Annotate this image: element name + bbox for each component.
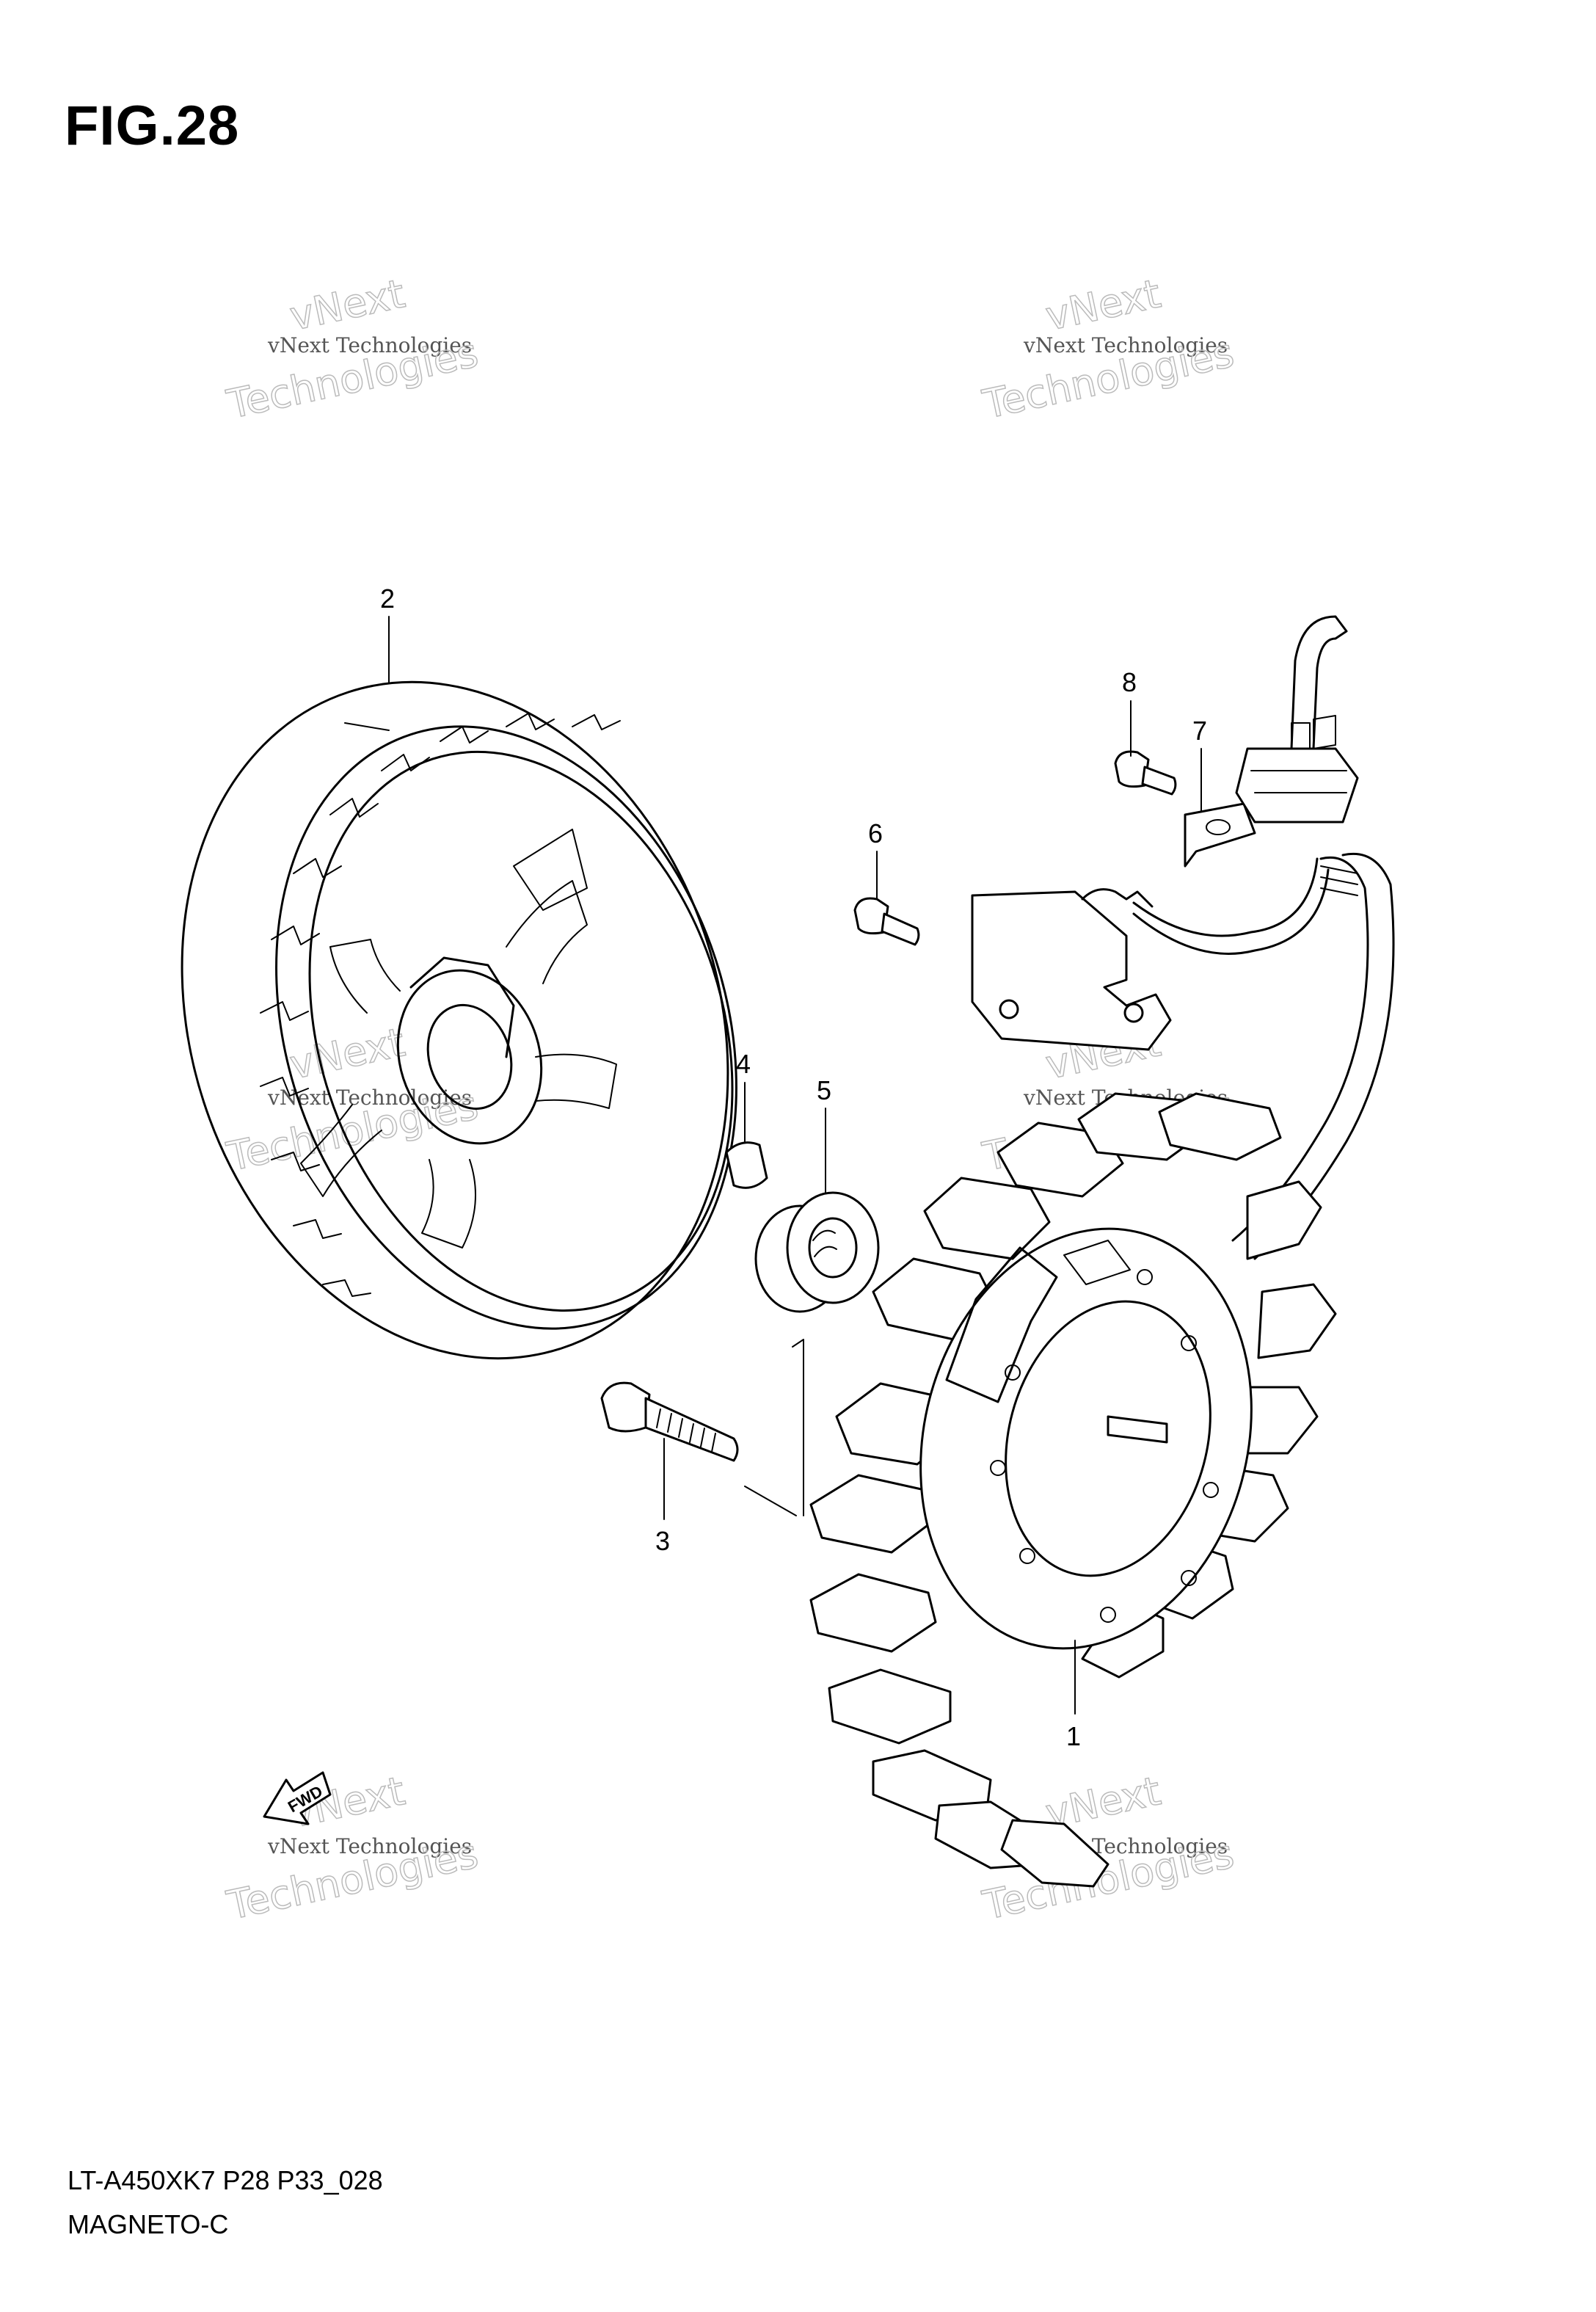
callout-2[interactable]: 2 [380,584,395,683]
part-1-stator[interactable] [809,1092,1337,1888]
section-name: MAGNETO-C [68,2209,229,2239]
callout-8[interactable]: 8 [1122,667,1137,757]
part-4-key[interactable] [725,1141,768,1189]
svg-text:2: 2 [380,584,395,614]
svg-text:1: 1 [1066,1721,1081,1751]
svg-text:3: 3 [655,1526,670,1556]
watermark-middle-left: vNext vNext Technologies Technologies [222,1019,483,1181]
figure-title: FIG.28 [65,95,240,157]
watermark-bottom-left: vNext vNext Technologies Technologies [222,1767,483,1930]
part-5-bushing[interactable] [754,1191,880,1313]
callout-5[interactable]: 5 [817,1075,831,1193]
svg-text:vNext: vNext [1042,270,1165,339]
svg-text:6: 6 [868,818,883,848]
svg-text:vNext Technologies: vNext Technologies [267,333,472,357]
svg-text:8: 8 [1122,667,1137,697]
callout-1[interactable]: 1 [1066,1640,1081,1751]
part-8-screw[interactable] [1114,750,1177,796]
svg-text:4: 4 [736,1049,751,1079]
svg-text:5: 5 [817,1075,831,1105]
part-7-clamp[interactable] [1184,802,1256,868]
callout-6[interactable]: 6 [868,818,883,900]
callout-4[interactable]: 4 [736,1049,751,1142]
svg-text:vNext: vNext [286,270,409,339]
coupler-connector[interactable] [1235,615,1359,824]
callout-7[interactable]: 7 [1192,716,1207,812]
callout-3[interactable]: 3 [655,1438,670,1556]
svg-text:vNext: vNext [286,1019,409,1088]
svg-text:vNext Technologies: vNext Technologies [1023,333,1228,357]
watermark-top-right: vNext vNext Technologies Technologies [978,270,1239,429]
svg-text:7: 7 [1192,716,1207,746]
model-code: LT-A450XK7 P28 P33_028 [68,2165,383,2195]
pulser-coil[interactable] [971,888,1172,1051]
part-2-rotor[interactable] [97,611,812,1430]
part-3-bolt[interactable] [600,1339,804,1516]
watermark-top-left: vNext vNext Technologies Technologies [222,270,483,429]
svg-text:vNext Technologies: vNext Technologies [267,1834,472,1858]
part-6-screw[interactable] [853,897,920,946]
